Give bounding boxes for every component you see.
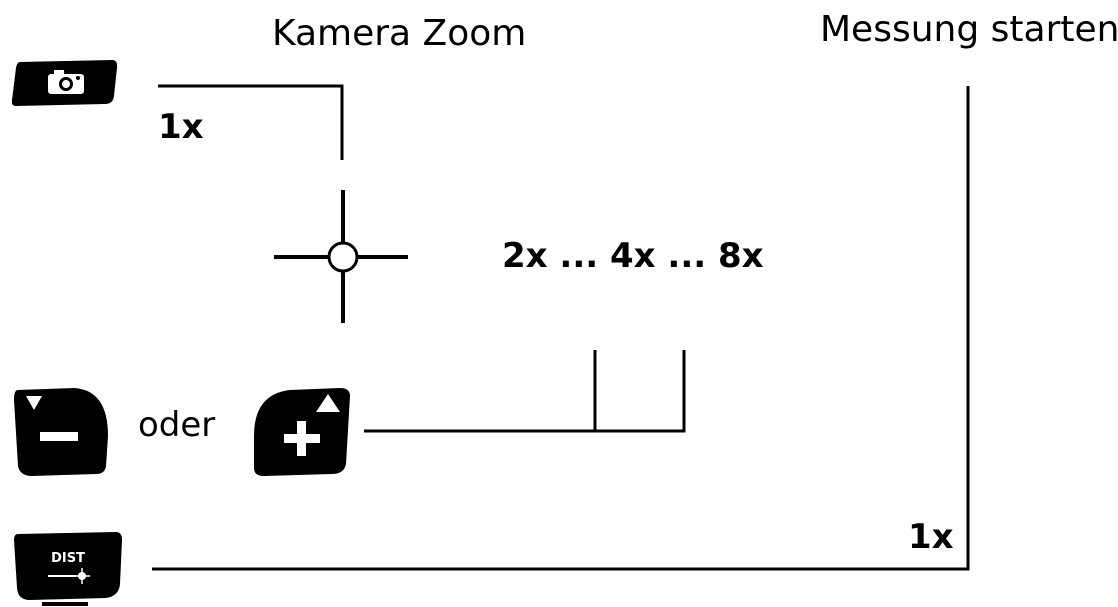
- dist-press-count: 1x: [908, 517, 954, 557]
- dist-key[interactable]: DIST: [12, 528, 124, 607]
- or-label: oder: [138, 405, 216, 445]
- camera-icon: [48, 70, 84, 94]
- zoom-connector: [364, 350, 686, 433]
- plus-icon: [284, 394, 340, 456]
- plus-key[interactable]: [250, 384, 352, 478]
- start-measurement-heading: Messung starten: [820, 9, 1118, 50]
- camera-key[interactable]: [10, 58, 122, 108]
- minus-key[interactable]: [12, 386, 110, 478]
- crosshair-icon: [274, 190, 408, 323]
- dist-connector: [152, 86, 970, 571]
- zoom-steps: 2x ... 4x ... 8x: [502, 236, 764, 276]
- camera-zoom-heading: Kamera Zoom: [272, 13, 527, 54]
- camera-connector: [158, 84, 344, 160]
- laser-icon: [48, 568, 90, 584]
- camera-press-count: 1x: [158, 107, 204, 147]
- minus-icon: [26, 396, 78, 441]
- dist-key-label: DIST: [51, 551, 85, 566]
